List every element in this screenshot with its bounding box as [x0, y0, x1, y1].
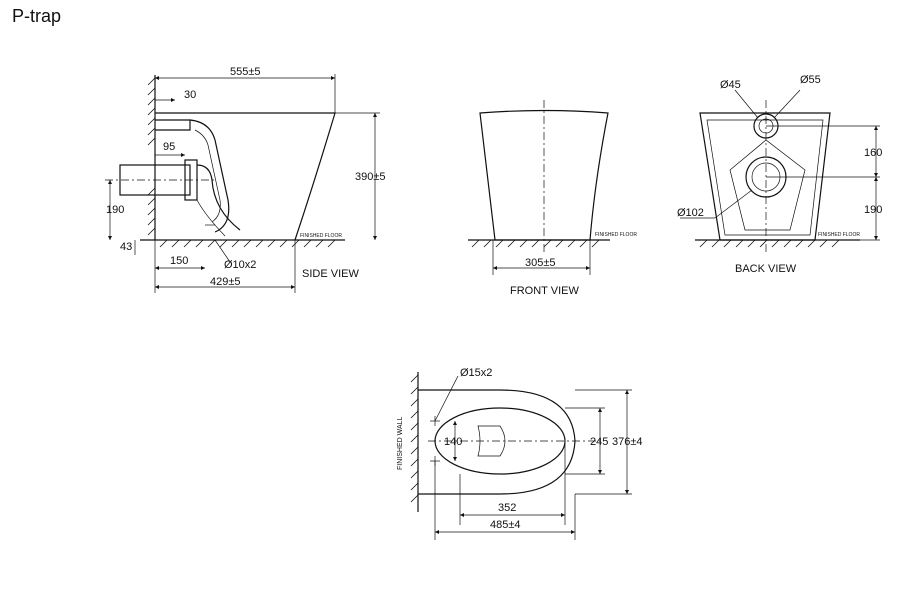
- page-title: P-trap: [12, 6, 62, 26]
- dim-back-lower: 190: [864, 204, 882, 216]
- dim-total-depth: 555±5: [230, 66, 261, 78]
- dim-inner-length: 352: [498, 502, 516, 514]
- dim-inlet-offset: 30: [184, 89, 196, 101]
- side-view-label: SIDE VIEW: [302, 268, 359, 280]
- back-floor-note: FINISHED FLOOR: [818, 232, 860, 238]
- dim-outer-width: 376±4: [612, 436, 643, 448]
- dim-outlet-height: 190: [106, 204, 124, 216]
- dim-top-fix-hole: Ø15x2: [460, 367, 492, 379]
- back-view-label: BACK VIEW: [735, 263, 797, 275]
- dim-front-width: 305±5: [525, 257, 556, 269]
- dim-outlet-offset: 95: [163, 141, 175, 153]
- side-floor-note: FINISHED FLOOR: [300, 233, 342, 239]
- dim-back-upper: 160: [864, 147, 882, 159]
- side-view: 555±5 30 95 190 43 150 Ø10x2 429±5 390±5…: [105, 66, 386, 293]
- dim-outer-length: 485±4: [490, 519, 521, 531]
- top-view: FINISHED WALL Ø15x2 140 245 376±4 352 48…: [397, 367, 643, 540]
- dim-spud-dia: Ø55: [800, 74, 821, 86]
- front-view-label: FRONT VIEW: [510, 285, 579, 297]
- dim-height: 390±5: [355, 171, 386, 183]
- dim-inner-width: 245: [590, 436, 608, 448]
- back-view: 160 190 Ø45 Ø55 Ø102 FINISHED FLOOR BACK…: [677, 74, 882, 275]
- dim-fix-hole: Ø10x2: [224, 259, 256, 271]
- dim-footprint: 429±5: [210, 276, 241, 288]
- dim-inlet-dia: Ø45: [720, 79, 741, 91]
- dim-outlet-dia: Ø102: [677, 207, 704, 219]
- finished-wall-label: FINISHED WALL: [397, 416, 404, 470]
- dim-fix-offset: 150: [170, 255, 188, 267]
- dim-fix-spacing: 140: [444, 436, 462, 448]
- front-view: 305±5 FINISHED FLOOR FRONT VIEW: [468, 100, 637, 297]
- dim-base: 43: [120, 241, 132, 253]
- front-floor-note: FINISHED FLOOR: [595, 232, 637, 238]
